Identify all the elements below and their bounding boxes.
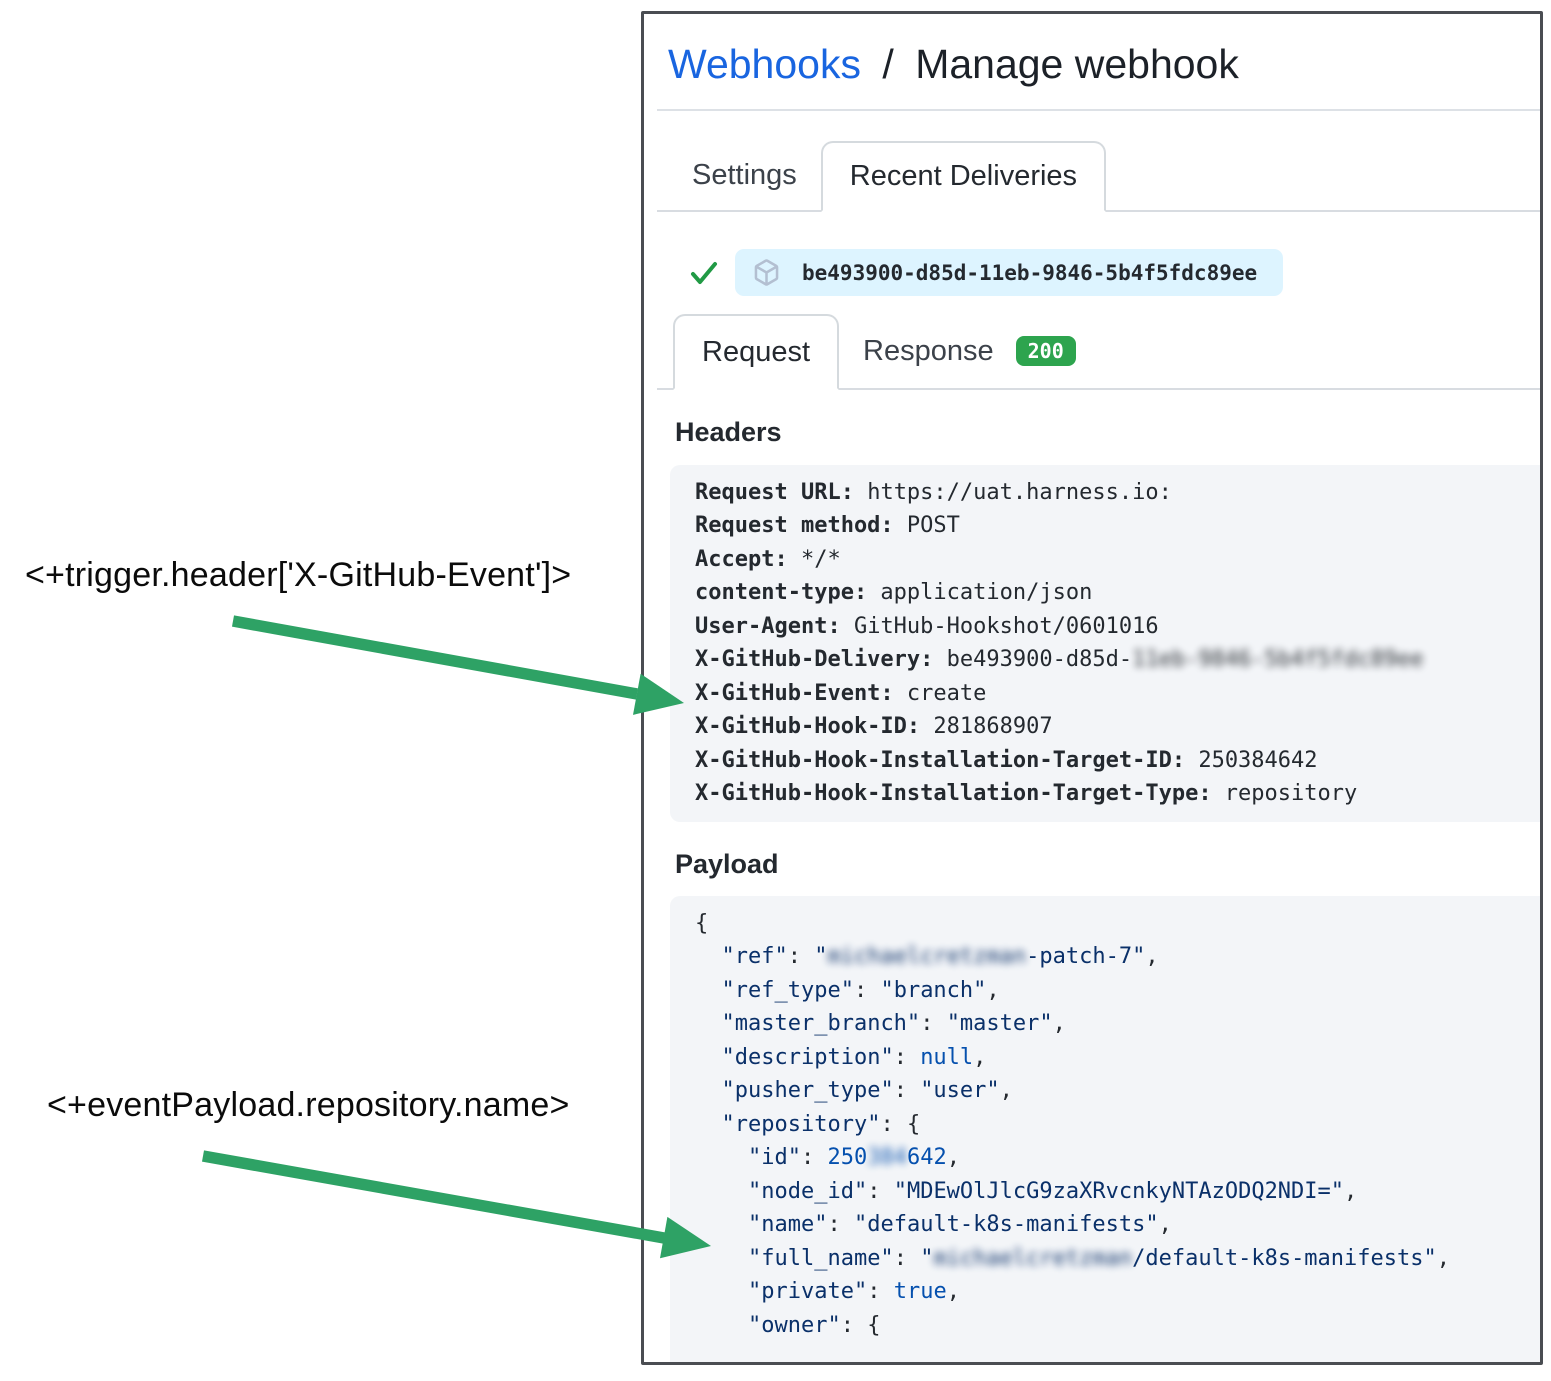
payload-line: "id": 250384642, (747, 1145, 960, 1171)
header-line: X-GitHub-Hook-ID: 281868907 (695, 714, 1053, 740)
payload-code: { "ref": "michaelcretzman-patch-7", "ref… (670, 895, 1540, 1362)
tab-response-label: Response (863, 334, 994, 367)
response-status-badge: 200 (1015, 336, 1076, 367)
header-line: Request URL: https://uat.harness.io: (695, 479, 1172, 505)
payload-line: "full_name": "michaelcretzman/default-k8… (747, 1245, 1451, 1271)
webhook-panel: Webhooks / Manage webhook Settings Recen… (641, 11, 1543, 1365)
header-line: Accept: */* (695, 546, 841, 572)
annotation-trigger-header-expression: <+trigger.header['X-GitHub-Event']> (25, 556, 572, 594)
payload-line: "description": null, (721, 1044, 987, 1070)
title-current: Manage webhook (915, 41, 1239, 87)
payload-line: { (695, 910, 709, 936)
header-line: Request method: POST (695, 513, 960, 539)
header-line: X-GitHub-Delivery: be493900-d85d-11eb-98… (695, 647, 1424, 673)
headers-heading: Headers (675, 417, 782, 448)
arrow-to-repository-name (201, 1150, 711, 1259)
header-line: content-type: application/json (695, 580, 1093, 606)
header-line: X-GitHub-Hook-Installation-Target-Type: … (695, 781, 1358, 807)
title-separator: / (882, 41, 894, 87)
payload-line: "ref_type": "branch", (721, 977, 1000, 1003)
success-check-icon (691, 261, 717, 284)
payload-line: "pusher_type": "user", (721, 1078, 1013, 1104)
payload-line: "name": "default-k8s-manifests", (747, 1212, 1172, 1238)
package-icon (754, 259, 779, 286)
headers-code: Request URL: https://uat.harness.io: Requ… (670, 464, 1540, 822)
page-title: Webhooks / Manage webhook (668, 40, 1540, 89)
tab-request[interactable]: Request (673, 314, 840, 391)
payload-line: "repository": { (721, 1111, 921, 1137)
delivery-id-chip[interactable]: be493900-d85d-11eb-9846-5b4f5fdc89ee (735, 249, 1284, 297)
header-line: User-Agent: GitHub-Hookshot/0601016 (695, 613, 1159, 639)
payload-line: "private": true, (747, 1279, 960, 1305)
delivery-guid: be493900-d85d-11eb-9846-5b4f5fdc89ee (802, 260, 1258, 285)
payload-line: "ref": "michaelcretzman-patch-7", (721, 944, 1159, 970)
tab-recent-deliveries[interactable]: Recent Deliveries (820, 141, 1107, 213)
header-line: X-GitHub-Event: create (695, 680, 987, 706)
arrow-to-x-github-event (231, 615, 684, 715)
payload-line: "owner": { (747, 1312, 881, 1338)
header-line: X-GitHub-Hook-Installation-Target-ID: 25… (695, 747, 1318, 773)
title-divider (657, 109, 1540, 112)
tab-response[interactable]: Response 200 (839, 314, 1100, 388)
payload-line: "node_id": "MDEwOlJlcG9zaXRvcnkyNTAzODQ2… (747, 1178, 1358, 1204)
main-tabnav: Settings Recent Deliveries (657, 141, 1540, 213)
payload-heading: Payload (675, 848, 779, 879)
request-response-tabnav: Request Response 200 (657, 314, 1540, 391)
annotation-event-payload-expression: <+eventPayload.repository.name> (47, 1086, 570, 1124)
payload-line: "master_branch": "master", (721, 1011, 1066, 1037)
tab-settings[interactable]: Settings (692, 159, 797, 192)
delivery-row: be493900-d85d-11eb-9846-5b4f5fdc89ee (689, 249, 1540, 297)
webhooks-breadcrumb-link[interactable]: Webhooks (668, 41, 861, 87)
